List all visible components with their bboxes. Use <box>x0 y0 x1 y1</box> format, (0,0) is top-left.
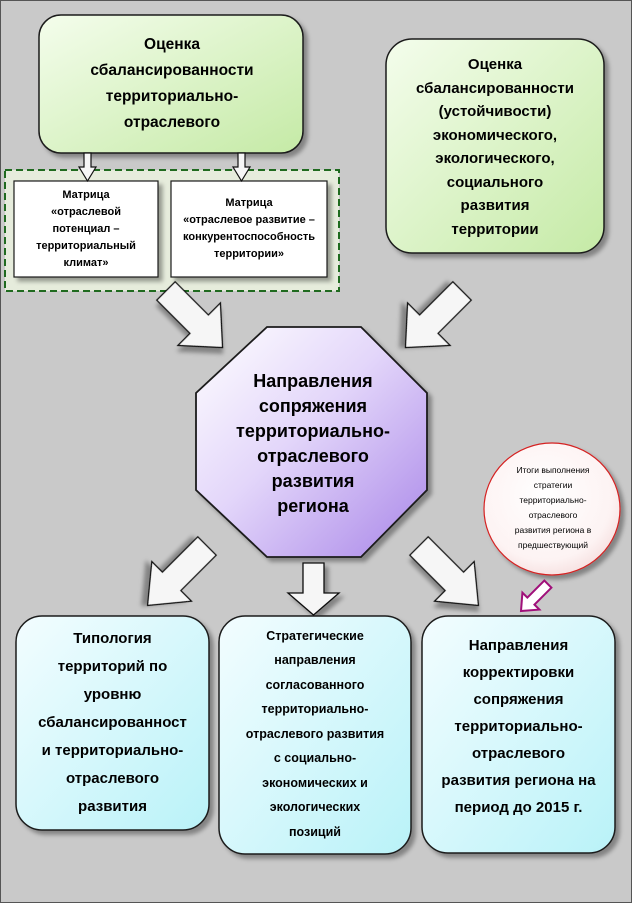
arrow-center-to-bottom-mid <box>286 562 341 616</box>
down-arrow-1 <box>77 152 98 183</box>
bottom-right-label: Направления корректировки сопряжения тер… <box>441 636 596 816</box>
arrow-right-to-center <box>404 280 473 349</box>
center-octagon <box>195 326 428 558</box>
matrix-1-box <box>13 180 159 278</box>
bottom-left-label: Типология территорий по уровню сбалансир… <box>38 630 187 815</box>
bottom-mid-label: Стратегические направления согласованног… <box>245 628 385 839</box>
top-left-label: Оценка сбалансированности территориально… <box>90 36 254 131</box>
matrix-2-label: Матрица «отраслевое развитие – конкурент… <box>183 197 315 260</box>
arrow-left-to-center <box>155 280 224 349</box>
center-label: Направления сопряжения территориально- о… <box>236 371 390 516</box>
circle-label: Итоги выполнения стратегии территориальн… <box>514 465 592 550</box>
bottom-mid-box <box>218 615 412 855</box>
bottom-right-box <box>421 615 616 854</box>
small-arrow-circle-to-box <box>519 579 553 613</box>
arrow-center-to-bottom-left <box>146 535 218 607</box>
down-arrow-2 <box>231 152 252 183</box>
bottom-left-box <box>15 615 210 831</box>
top-left-box <box>38 14 304 154</box>
results-circle <box>483 442 621 576</box>
top-right-box <box>385 38 605 254</box>
arrow-center-to-bottom-right <box>408 535 480 607</box>
top-right-label: Оценка сбалансированности (устойчивости)… <box>416 56 574 238</box>
matrix-2-box <box>170 180 328 278</box>
matrix-1-label: Матрица «отраслевой потенциал – территор… <box>36 188 136 269</box>
